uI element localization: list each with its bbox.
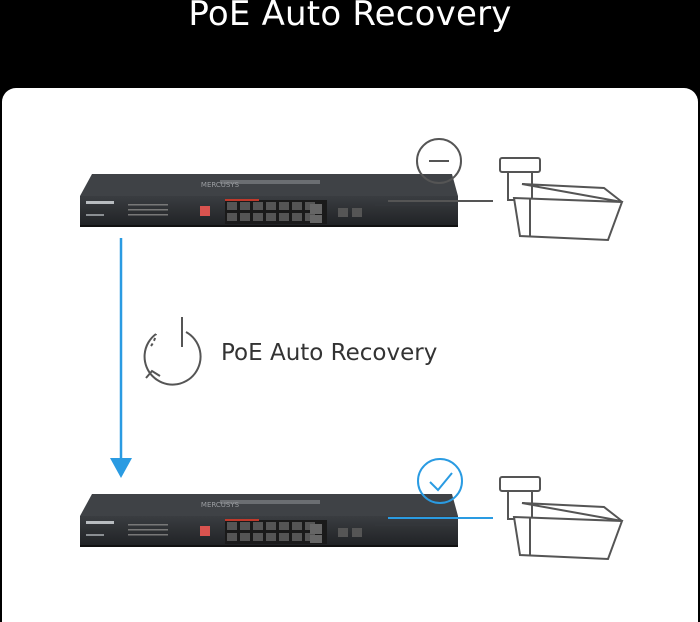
header-bar: PoE Auto Recovery	[0, 0, 700, 88]
top-security-camera-icon	[499, 157, 623, 241]
middle-recovery-label: PoE Auto Recovery	[221, 340, 437, 366]
recovery-arrow-head	[110, 458, 132, 478]
bottom-switch	[80, 494, 458, 547]
check-circle-icon	[417, 458, 463, 504]
bottom-security-camera-icon	[499, 476, 623, 560]
minus-circle-icon	[416, 138, 462, 184]
bottom-switch-brand: MERCUSYS	[201, 501, 240, 509]
page-title: PoE Auto Recovery	[188, 0, 512, 34]
top-switch-brand: MERCUSYS	[201, 181, 240, 189]
restart-cycle-icon	[143, 317, 202, 386]
